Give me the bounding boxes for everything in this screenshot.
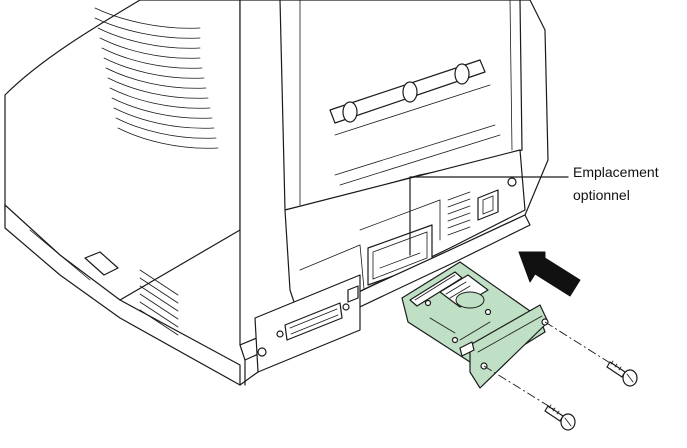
callout-leader [409, 176, 569, 256]
insert-direction-arrow [518, 251, 581, 297]
screw-right [606, 360, 638, 387]
paper-rollers [329, 59, 501, 186]
callout-label-line-1: Emplacement [573, 164, 659, 180]
lower-vents [139, 269, 179, 336]
alignment-guides [483, 321, 619, 411]
printer-body [4, 0, 549, 386]
rear-vents [447, 191, 471, 236]
side-vents [94, 7, 219, 149]
parallel-port [276, 302, 350, 341]
option-board [401, 261, 549, 389]
screw-left [544, 404, 576, 431]
callout-label-line-2: optionnel [573, 187, 630, 203]
